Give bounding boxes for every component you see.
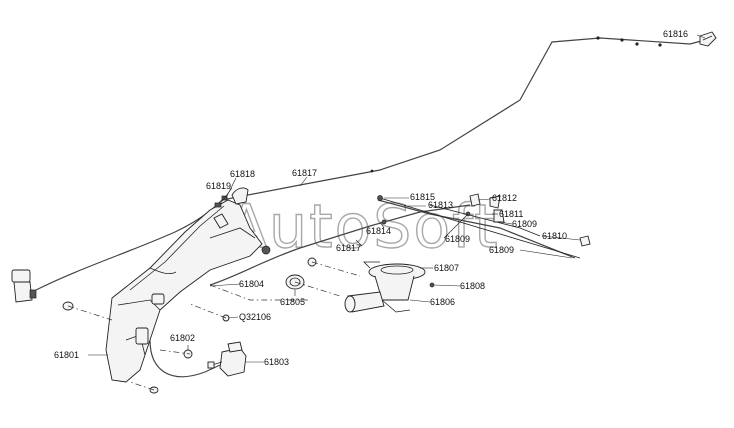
label-61809-b: 61809 xyxy=(445,234,470,244)
label-61807: 61807 xyxy=(434,263,459,273)
rear-nozzle-61816 xyxy=(699,31,717,47)
front-washer-hose xyxy=(209,204,471,286)
label-61817-bottom: 61817 xyxy=(336,243,361,253)
label-61816: 61816 xyxy=(663,29,688,39)
lower-hose xyxy=(149,339,221,378)
label-61803: 61803 xyxy=(264,357,289,367)
jet-nozzles-group xyxy=(377,193,591,259)
label-61819: 61819 xyxy=(206,181,231,191)
label-61805: 61805 xyxy=(280,297,305,307)
label-61812: 61812 xyxy=(492,193,517,203)
nozzle-assembly-61806-61807 xyxy=(344,261,435,313)
label-61810: 61810 xyxy=(542,231,567,241)
rear-washer-hose xyxy=(35,37,706,291)
label-61811: 61811 xyxy=(499,209,523,219)
assembly-lines xyxy=(67,261,361,391)
label-61804: 61804 xyxy=(239,279,264,289)
label-61808: 61808 xyxy=(460,281,485,291)
watermark-text: AutoSoft xyxy=(226,192,500,262)
front-washer-hose-branch xyxy=(377,199,576,259)
label-61806: 61806 xyxy=(430,297,455,307)
label-Q32106: Q32106 xyxy=(239,312,271,322)
label-61818: 61818 xyxy=(230,169,255,179)
label-61809-a: 61809 xyxy=(512,219,537,229)
label-61817-top: 61817 xyxy=(292,168,317,178)
washer-pump-left xyxy=(11,269,37,303)
label-61815: 61815 xyxy=(410,192,435,202)
label-61809-c: 61809 xyxy=(489,245,514,255)
label-61813: 61813 xyxy=(428,200,453,210)
washer-pump-61803 xyxy=(207,341,247,377)
label-61802: 61802 xyxy=(170,333,195,343)
label-61801: 61801 xyxy=(54,350,79,360)
leader-lines xyxy=(88,34,706,363)
part-labels: 61816 61818 61817 61819 61815 61812 6181… xyxy=(54,29,688,367)
washer-reservoir-61801 xyxy=(105,187,271,383)
hose-clips xyxy=(370,36,662,173)
label-61814: 61814 xyxy=(366,226,391,236)
